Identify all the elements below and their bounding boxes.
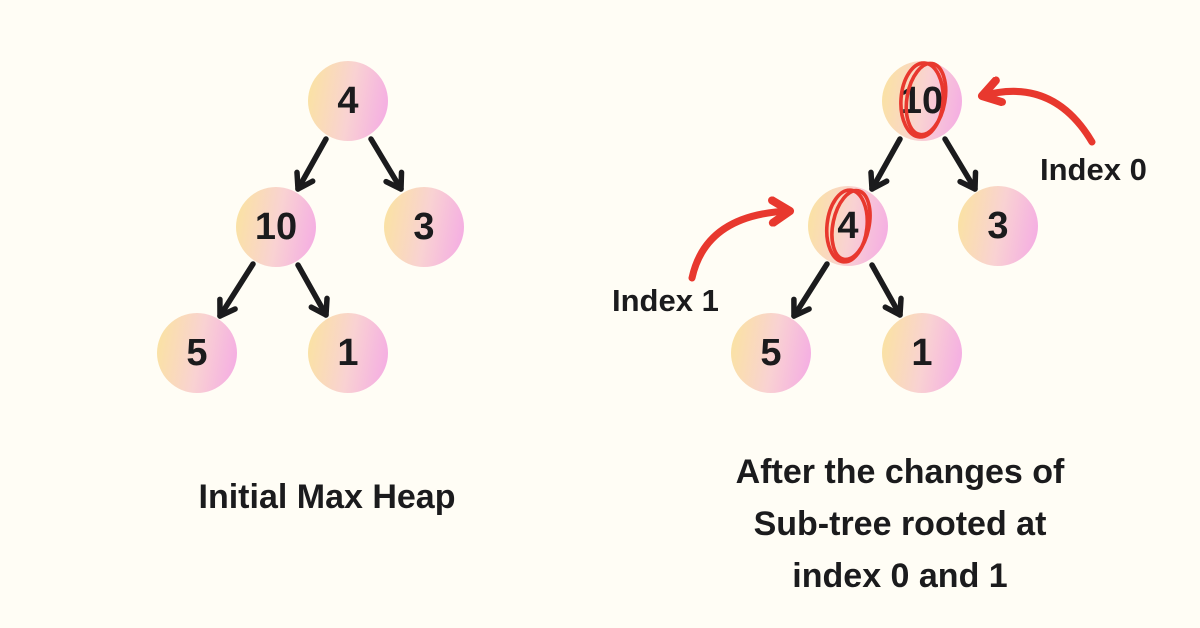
edge-arrow-root-to-left (294, 136, 329, 192)
index-0-annotation-arrow (982, 91, 1096, 146)
node-value: 1 (337, 332, 359, 374)
edge-arrow-left-to-left-right (869, 262, 904, 318)
left-tree-node-left-left: 5 (157, 313, 237, 393)
node-value: 4 (337, 80, 359, 122)
right-tree-node-right: 3 (958, 186, 1038, 266)
left-tree-node-left-right: 1 (308, 313, 388, 393)
left-tree-node-right: 3 (384, 187, 464, 267)
edge-arrow-left-to-left-left (217, 261, 256, 319)
node-value: 4 (837, 205, 859, 247)
node-value: 10 (254, 206, 298, 248)
left-tree-node-left: 10 (236, 187, 316, 267)
index-1-annotation-arrow (688, 211, 790, 282)
right-tree-node-left-right: 1 (882, 313, 962, 393)
node-value: 5 (760, 332, 782, 374)
node-value: 3 (987, 205, 1009, 247)
right-tree-caption-line-1: After the changes of (735, 453, 1065, 491)
right-tree-caption: After the changes of Sub-tree rooted at … (700, 446, 1100, 602)
index-1-label: Index 1 (612, 283, 719, 318)
right-tree-caption-line-3: index 0 and 1 (792, 557, 1008, 595)
right-tree-node-left-left: 5 (731, 313, 811, 393)
left-tree-node-root: 4 (308, 61, 388, 141)
edge-arrow-left-to-left-right (295, 262, 330, 318)
node-value: 1 (911, 332, 933, 374)
left-tree-caption: Initial Max Heap (198, 478, 456, 516)
edge-arrow-root-to-right (942, 136, 979, 192)
edge-arrow-root-to-right (368, 136, 405, 192)
right-tree-node-left: 4 (808, 186, 888, 266)
node-value: 10 (900, 80, 944, 122)
node-value: 3 (413, 206, 435, 248)
right-tree-node-root: 10 (882, 61, 962, 141)
node-value: 5 (186, 332, 208, 374)
index-0-label: Index 0 (1040, 152, 1147, 187)
edge-arrow-left-to-left-left (791, 261, 830, 319)
edge-arrow-root-to-left (868, 136, 903, 192)
right-tree-caption-line-2: Sub-tree rooted at (753, 505, 1047, 543)
